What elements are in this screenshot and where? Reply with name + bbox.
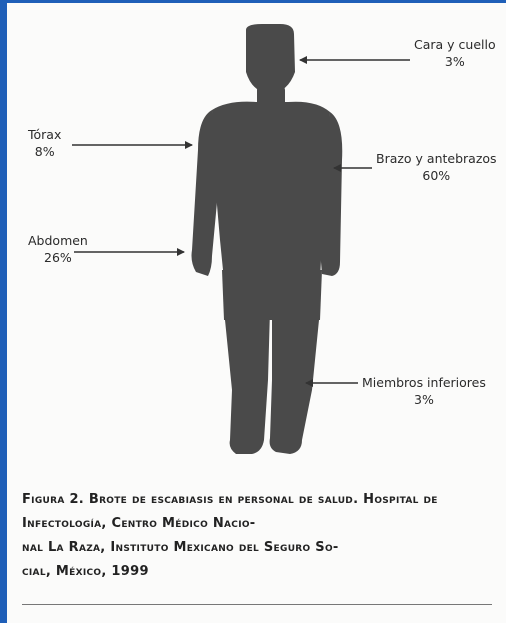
label-arms: Brazo y antebrazos 60% [376,150,497,184]
label-abdomen: Abdomen 26% [28,232,88,266]
label-face-pct: 3% [444,54,465,69]
label-arms-pct: 60% [422,168,451,183]
label-face-name: Cara y cuello [414,37,496,52]
label-abdomen-name: Abdomen [28,233,88,248]
bottom-divider [22,604,492,605]
label-thorax-name: Tórax [28,127,62,142]
arrows [72,56,410,387]
label-legs: Miembros inferiores 3% [362,374,486,408]
label-thorax-pct: 8% [34,144,55,159]
human-silhouette [191,24,343,454]
label-legs-name: Miembros inferiores [362,375,486,390]
label-arms-name: Brazo y antebrazos [376,151,497,166]
label-legs-pct: 3% [414,392,434,407]
label-face: Cara y cuello 3% [414,36,496,70]
label-abdomen-pct: 26% [44,250,72,265]
figure-caption: Figura 2. Brote de escabiasis en persona… [22,492,438,579]
label-thorax: Tórax 8% [28,126,61,160]
